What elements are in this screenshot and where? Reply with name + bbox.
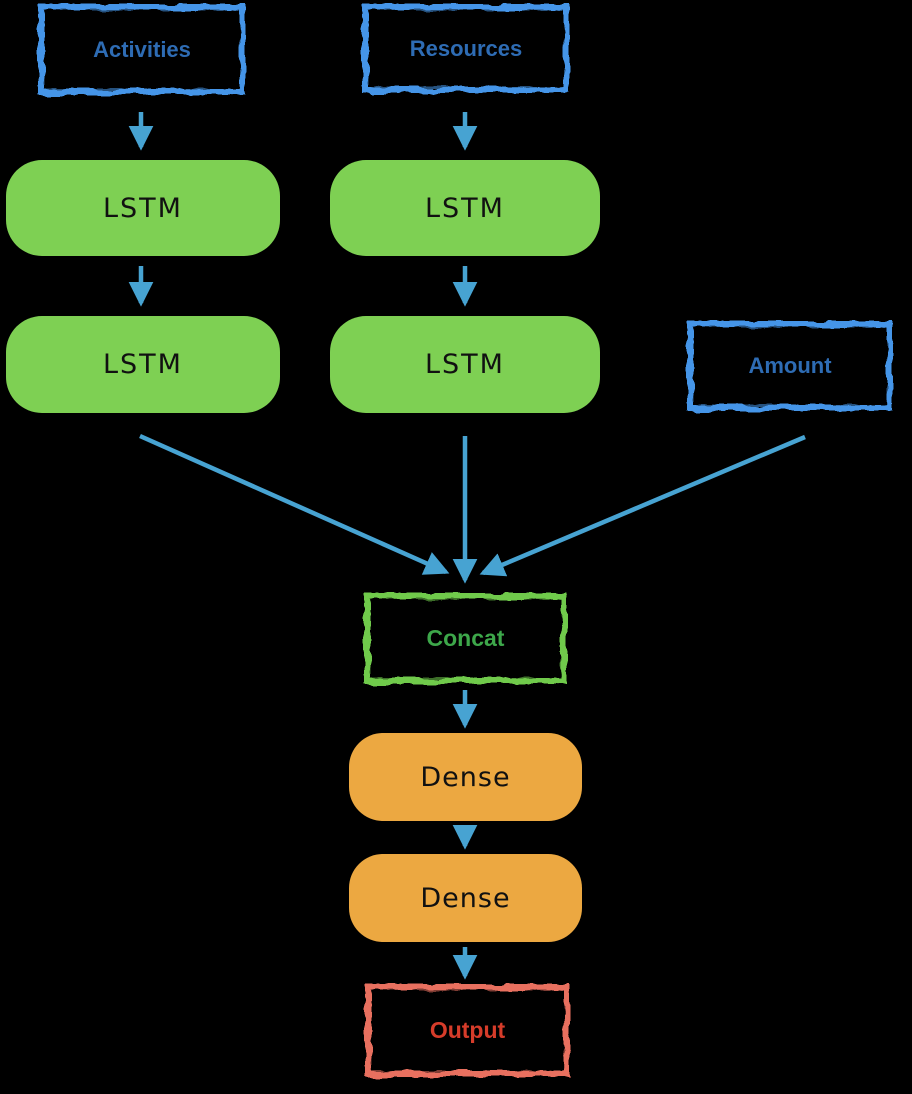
amount-label: Amount (748, 353, 832, 378)
lstm-right-2-label: LSTM (425, 349, 505, 380)
node-dense-1: Dense (349, 733, 582, 821)
node-output: Output (365, 984, 570, 1077)
node-lstm-right-1: LSTM (330, 160, 600, 256)
arrow-lstm-left-to-concat (139, 433, 450, 575)
concat-label: Concat (426, 625, 505, 651)
lstm-left-1-label: LSTM (103, 192, 183, 224)
resources-label: Resources (409, 35, 523, 61)
output-label: Output (429, 1017, 506, 1043)
lstm-right-1-label: LSTM (425, 192, 505, 224)
lstm-left-2-label: LSTM (103, 349, 183, 380)
node-amount: Amount (687, 321, 893, 411)
node-resources: Resources (362, 4, 570, 93)
activities-label: Activities (93, 36, 191, 62)
node-activities: Activities (38, 4, 246, 95)
node-concat: Concat (364, 593, 567, 684)
dense-1-label: Dense (420, 761, 511, 793)
node-lstm-left-1: LSTM (6, 160, 280, 256)
dense-2-label: Dense (420, 882, 511, 914)
node-lstm-right-2: LSTM (330, 316, 600, 413)
node-dense-2: Dense (349, 854, 582, 942)
node-lstm-left-2: LSTM (6, 316, 280, 413)
arrow-amount-to-concat (479, 434, 806, 577)
